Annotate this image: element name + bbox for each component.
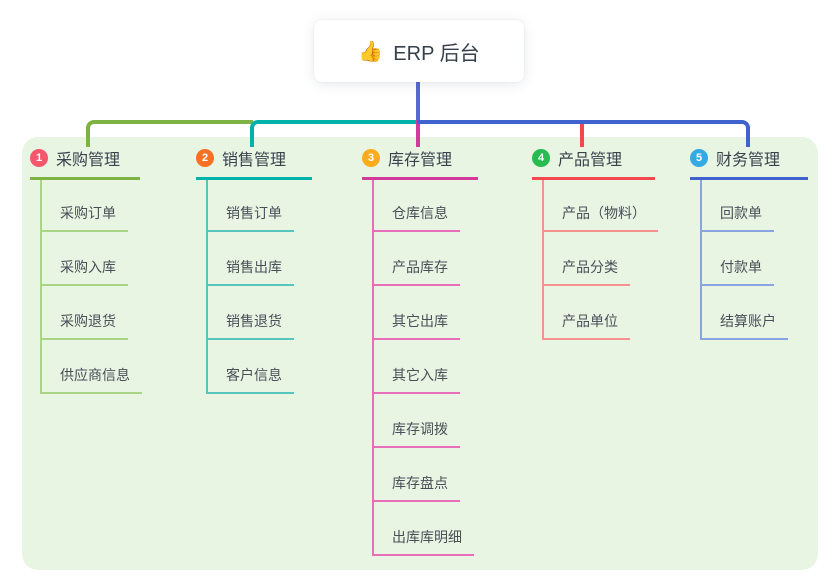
child-node[interactable]: 产品单位 [542,286,630,340]
child-node[interactable]: 采购订单 [40,180,128,232]
child-node[interactable]: 回款单 [700,180,774,232]
branch-header[interactable]: 1 采购管理 [30,146,140,180]
child-node[interactable]: 采购入库 [40,232,128,286]
child-node[interactable]: 库存盘点 [372,448,460,502]
thumbs-up-icon: 👍 [358,40,384,63]
branch-children: 产品（物料） 产品分类产品单位 [542,180,658,340]
child-node-label: 产品库存 [392,259,448,275]
connector-branch-5 [417,120,750,147]
branch-label: 采购管理 [56,152,121,169]
child-node-label: 采购入库 [60,259,116,275]
child-node[interactable]: 供应商信息 [40,340,142,394]
child-node-label: 产品分类 [562,259,618,275]
child-node[interactable]: 付款单 [700,232,774,286]
branch-node: 1 采购管理 采购订单采购入库采购退货供应商信息 [30,146,142,394]
root-node-label: ERP 后台 [393,42,480,65]
branch-node: 3 库存管理 仓库信息产品库存其它出库其它入库库存调拨库存盘点出库库明细 [362,146,478,556]
connector-branch-4 [580,120,584,147]
branch-header[interactable]: 4 产品管理 [532,146,655,180]
child-node[interactable]: 仓库信息 [372,180,460,232]
branch-children: 采购订单采购入库采购退货供应商信息 [40,180,142,394]
branch-label: 财务管理 [716,152,781,169]
branch-label: 产品管理 [558,152,623,169]
branch-node: 4 产品管理 产品（物料） 产品分类产品单位 [532,146,658,340]
branch-header[interactable]: 3 库存管理 [362,146,478,180]
child-node[interactable]: 库存调拨 [372,394,460,448]
child-node[interactable]: 其它入库 [372,340,460,394]
child-node-label: 客户信息 [226,367,282,383]
child-node[interactable]: 其它出库 [372,286,460,340]
child-node-label: 采购退货 [60,313,116,329]
child-node-label: 付款单 [720,259,762,275]
child-node[interactable]: 产品库存 [372,232,460,286]
root-stem-connector [416,81,420,121]
child-node-label: 仓库信息 [392,205,448,221]
child-node-label: 销售出库 [226,259,282,275]
branch-number-badge: 5 [690,149,708,167]
branch-header[interactable]: 2 销售管理 [196,146,312,180]
connector-branch-1 [86,120,253,147]
branch-number-badge: 2 [196,149,214,167]
connector-branch-2 [250,120,419,147]
branch-header[interactable]: 5 财务管理 [690,146,808,180]
child-node-label: 库存调拨 [392,421,448,437]
child-node-label: 其它入库 [392,367,448,383]
child-node-label: 供应商信息 [60,367,130,383]
branches-panel [22,137,818,570]
child-node-label: 产品（物料） [562,205,646,221]
branch-number-badge: 3 [362,149,380,167]
child-node[interactable]: 结算账户 [700,286,788,340]
child-node-label: 销售订单 [226,205,282,221]
child-node-label: 销售退货 [226,313,282,329]
child-node[interactable]: 销售出库 [206,232,294,286]
connector-branch-3 [416,120,420,147]
branch-children: 销售订单销售出库销售退货客户信息 [206,180,312,394]
root-node[interactable]: 👍 ERP 后台 [314,20,524,82]
branch-node: 5 财务管理 回款单付款单结算账户 [690,146,808,340]
branch-number-badge: 1 [30,149,48,167]
child-node-label: 库存盘点 [392,475,448,491]
child-node-label: 出库库明细 [392,529,462,545]
child-node[interactable]: 出库库明细 [372,502,474,556]
branch-label: 库存管理 [388,152,453,169]
child-node-label: 回款单 [720,205,762,221]
child-node[interactable]: 客户信息 [206,340,294,394]
branch-children: 回款单付款单结算账户 [700,180,808,340]
branch-node: 2 销售管理 销售订单销售出库销售退货客户信息 [196,146,312,394]
child-node[interactable]: 销售订单 [206,180,294,232]
child-node-label: 其它出库 [392,313,448,329]
child-node[interactable]: 产品（物料） [542,180,658,232]
child-node[interactable]: 采购退货 [40,286,128,340]
child-node[interactable]: 产品分类 [542,232,630,286]
child-node[interactable]: 销售退货 [206,286,294,340]
child-node-label: 结算账户 [720,313,776,329]
child-node-label: 采购订单 [60,205,116,221]
branch-number-badge: 4 [532,149,550,167]
branch-children: 仓库信息产品库存其它出库其它入库库存调拨库存盘点出库库明细 [372,180,478,556]
child-node-label: 产品单位 [562,313,618,329]
branch-label: 销售管理 [222,152,287,169]
